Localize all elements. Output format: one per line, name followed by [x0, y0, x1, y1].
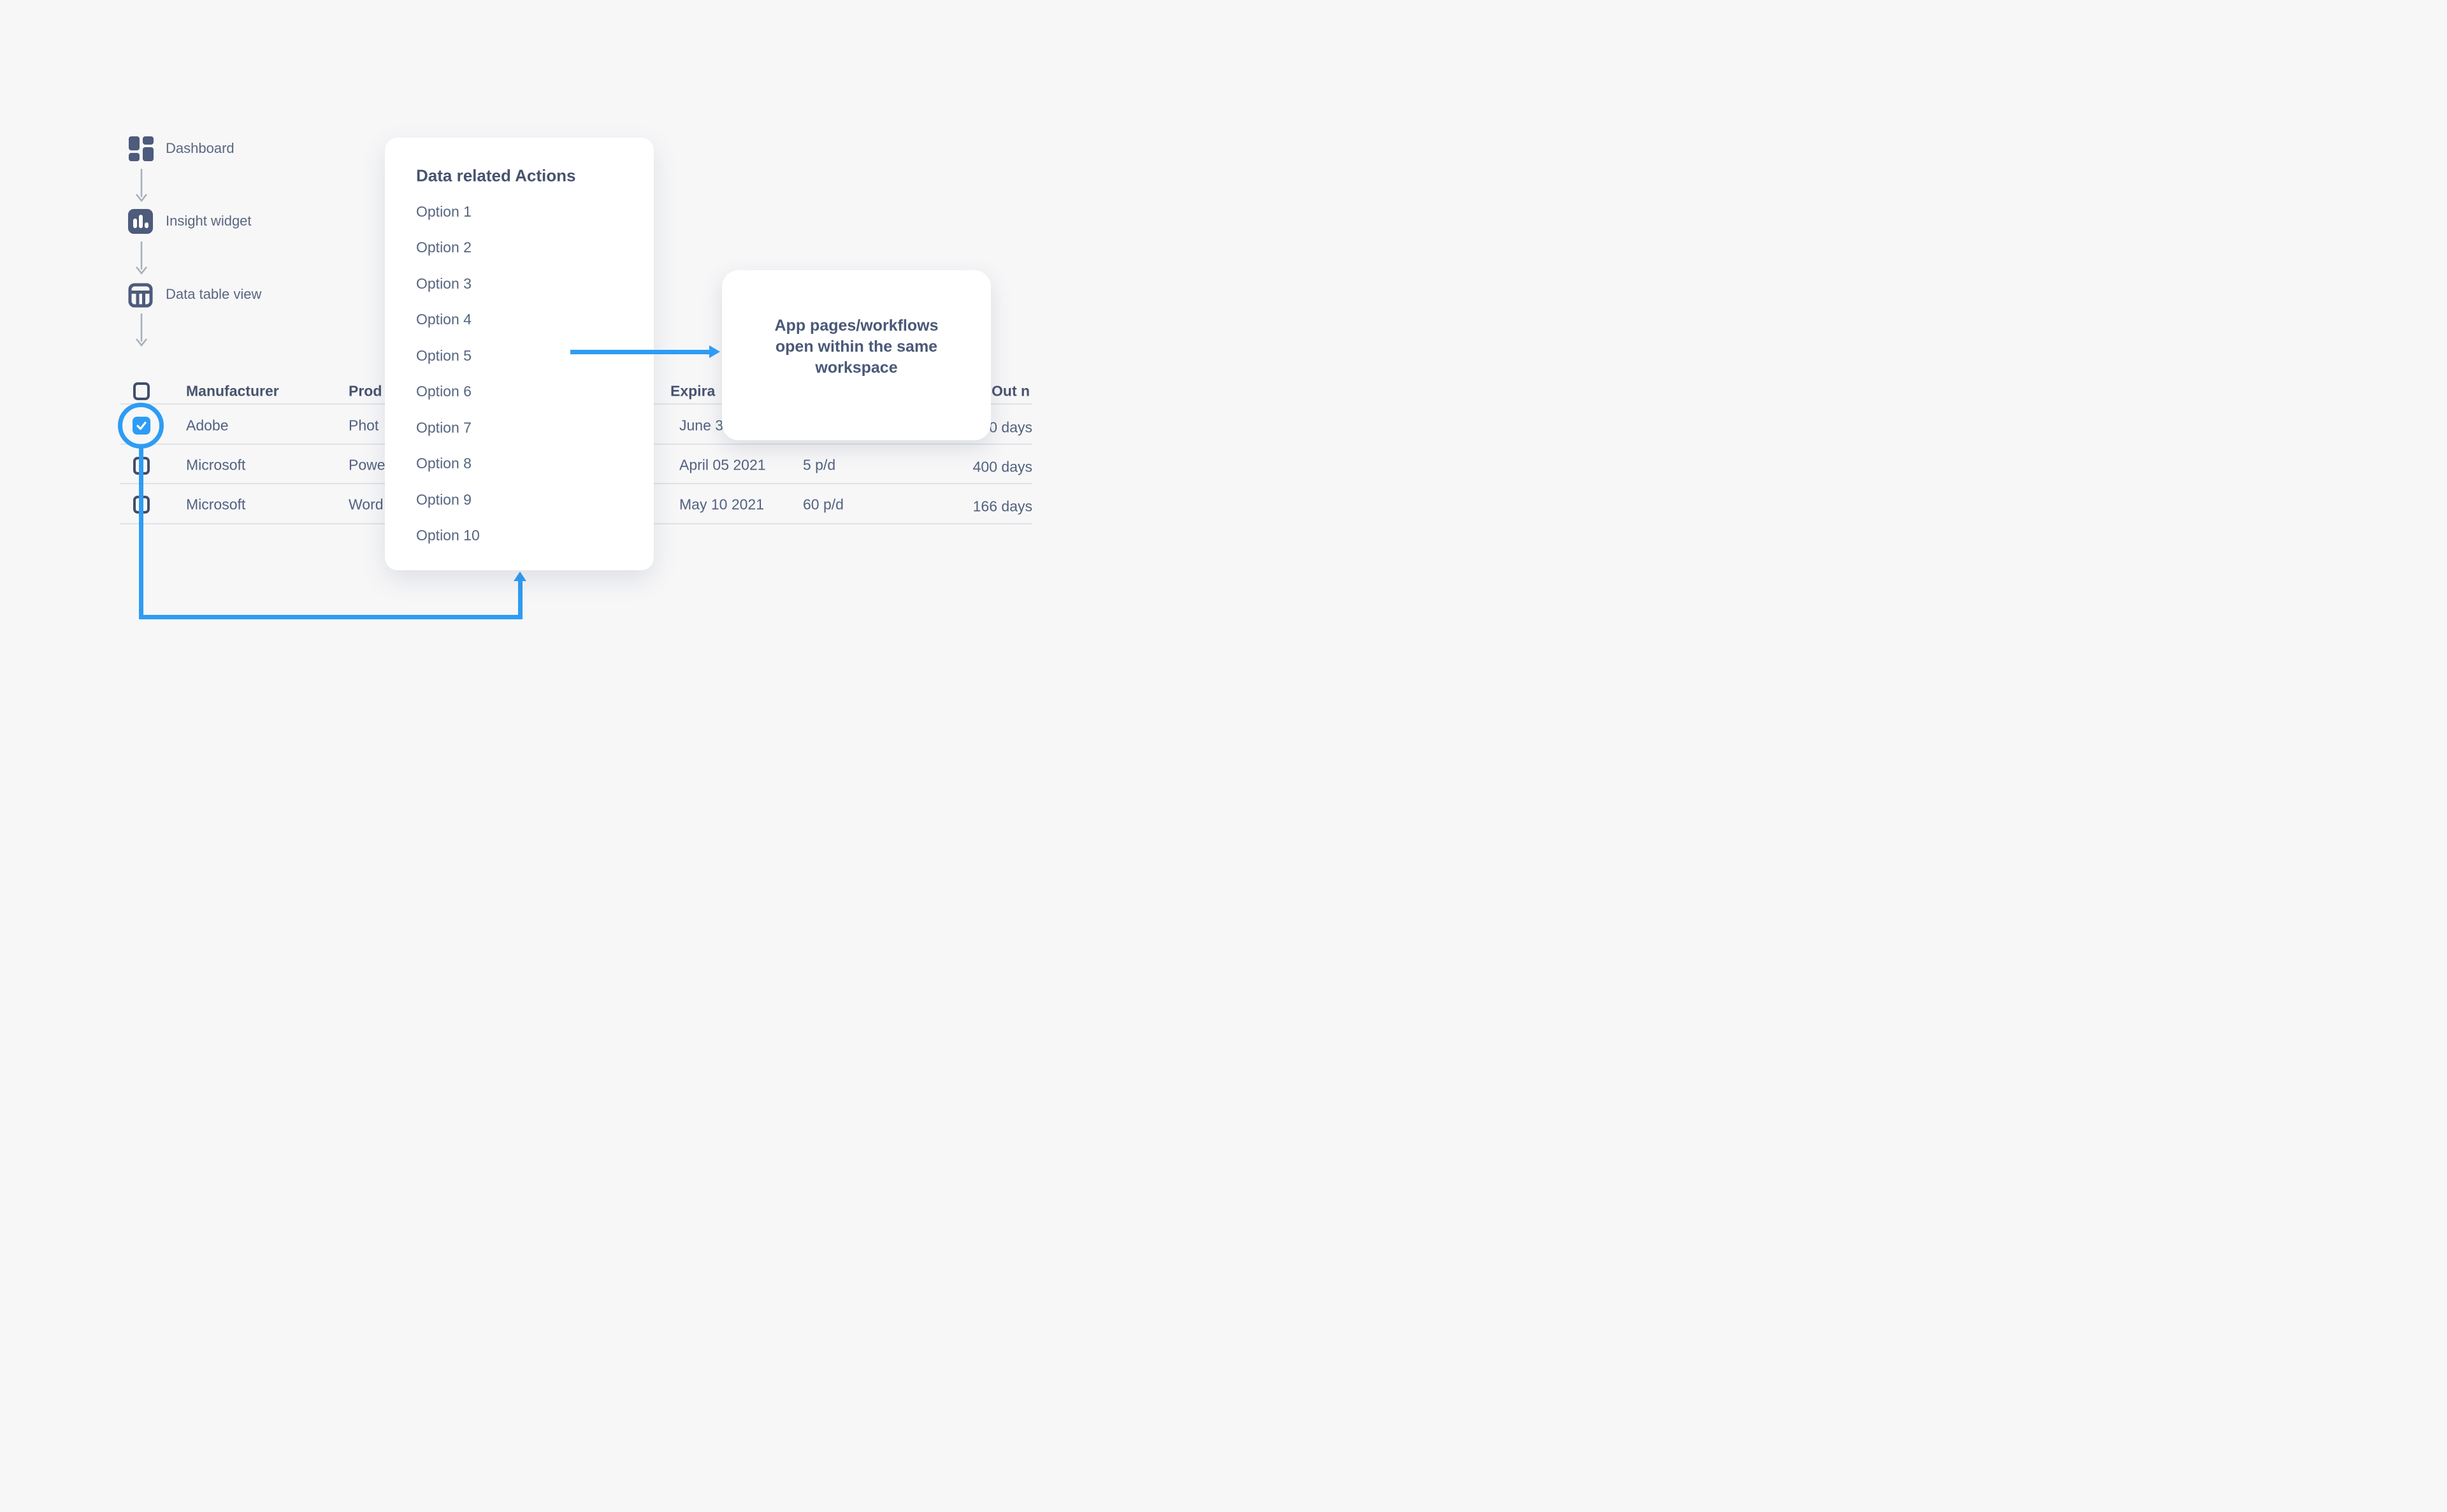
table-cell-expiration: May 10 2021	[679, 496, 764, 513]
table-cell-product: Phot	[349, 417, 379, 434]
table-cell-expiration: April 05 2021	[679, 456, 766, 473]
popup-option-5[interactable]: Option 5	[416, 347, 472, 364]
table-cell-expiration: June 3	[679, 417, 724, 434]
table-cell-per-day: 5 p/d	[803, 456, 836, 473]
flow-label-data-table-view: Data table view	[166, 286, 262, 302]
dashboard-icon	[129, 136, 154, 161]
table-cell-manufacturer: Microsoft	[186, 456, 246, 473]
diagram-canvas: Dashboard Insight widget Data table view…	[0, 0, 1224, 756]
flow-label-insight-widget: Insight widget	[166, 213, 252, 229]
connector-arrow-horizontal	[570, 350, 712, 354]
flow-arrow-down-icon	[135, 313, 148, 347]
popup-option-10[interactable]: Option 10	[416, 527, 480, 544]
arrow-right-icon	[709, 345, 720, 358]
insight-widget-icon	[128, 209, 153, 234]
popup-option-7[interactable]: Option 7	[416, 419, 472, 436]
table-cell-days: 400 days	[972, 458, 1032, 475]
popup-option-4[interactable]: Option 4	[416, 311, 472, 328]
popup-option-2[interactable]: Option 2	[416, 239, 472, 256]
popup-option-1[interactable]: Option 1	[416, 203, 472, 220]
popup-option-9[interactable]: Option 9	[416, 491, 472, 508]
manufacturer-header: Manufacturer	[186, 382, 279, 400]
flow-label-dashboard: Dashboard	[166, 140, 235, 156]
connector-line-horizontal	[139, 615, 523, 619]
flow-arrow-down-icon	[135, 169, 148, 203]
popup-title: Data related Actions	[416, 166, 576, 185]
table-cell-days: 166 days	[972, 498, 1032, 515]
popup-options-list: Option 1 Option 2 Option 3 Option 4 Opti…	[416, 194, 641, 554]
table-cell-per-day: 60 p/d	[803, 496, 844, 513]
select-all-checkbox[interactable]	[133, 382, 150, 400]
table-cell-product: Powe	[349, 456, 386, 473]
table-cell-manufacturer: Microsoft	[186, 496, 246, 513]
table-cell-product: Word	[349, 496, 384, 513]
tooltip-text-line: App pages/workflows	[774, 317, 939, 335]
arrow-up-icon	[514, 572, 526, 581]
table-cell-manufacturer: Adobe	[186, 417, 229, 434]
tooltip-text-line: open within the same	[775, 338, 938, 356]
out-header: Out n	[992, 382, 1030, 400]
workspace-tooltip: App pages/workflows open within the same…	[722, 270, 991, 440]
product-header: Prod	[349, 382, 382, 400]
connector-line-vertical	[139, 447, 143, 619]
tooltip-text-line: workspace	[815, 359, 898, 377]
flow-arrow-down-icon	[135, 241, 148, 275]
popup-option-8[interactable]: Option 8	[416, 455, 472, 472]
selection-highlight-circle	[118, 403, 164, 449]
popup-option-6[interactable]: Option 6	[416, 383, 472, 400]
data-table-icon	[128, 283, 153, 308]
table-cell-days: 0 days	[989, 419, 1032, 436]
popup-option-3[interactable]: Option 3	[416, 275, 472, 292]
expiration-header: Expira	[670, 382, 716, 400]
connector-line-up	[518, 580, 523, 619]
